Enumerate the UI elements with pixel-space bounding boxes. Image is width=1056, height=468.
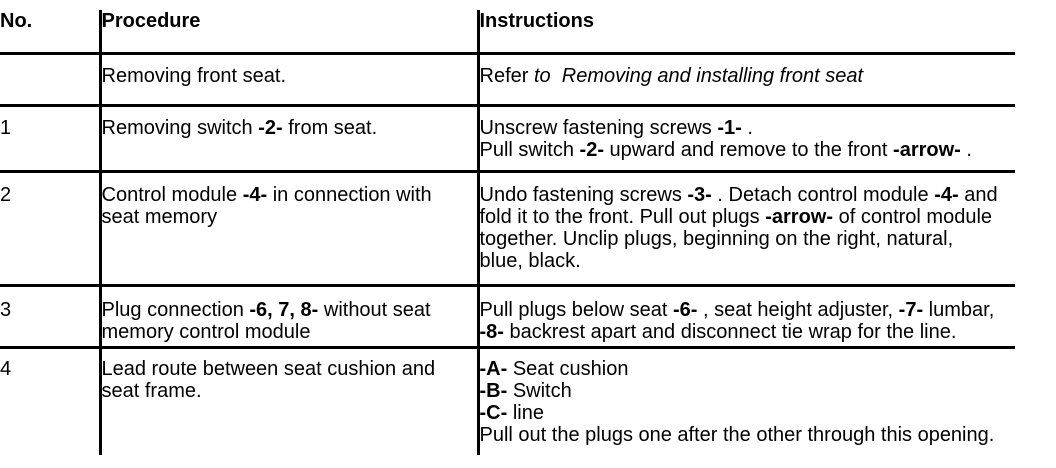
text-segment: Pull out the plugs one after the other t… [479, 423, 995, 446]
text-segment: -4- [934, 183, 959, 206]
text-segment: backrest apart and disconnect tie wrap f… [503, 320, 957, 343]
text-line: -C- line [480, 402, 544, 424]
text-segment: and [958, 183, 998, 206]
text-segment: -8- [479, 320, 504, 343]
text-line: Pull out the plugs one after the other t… [480, 424, 995, 446]
text-line: Undo fastening screws -3- . Detach contr… [480, 184, 998, 206]
text-line: Removing front seat. [102, 65, 287, 87]
procedure-cell: Removing front seat. [98, 53, 478, 107]
text-segment: Removing and installing front seat [561, 64, 864, 87]
text-segment: Unscrew fastening screws [479, 116, 718, 139]
text-segment: Control module [101, 183, 243, 206]
text-segment: in connection with [267, 183, 432, 206]
text-segment: memory control module [101, 320, 311, 343]
text-segment: seat frame. [101, 379, 202, 402]
row-number-cell: 2 [0, 171, 100, 287]
instructions-cell: Unscrew fastening screws -1- .Pull switc… [476, 105, 1015, 173]
text-segment: Undo fastening screws [479, 183, 688, 206]
text-segment: Lead route between seat cushion and [101, 357, 436, 380]
text-segment: -6- [672, 298, 698, 321]
text-segment: fold it to the front. Pull out plugs [479, 205, 766, 228]
instructions-cell: Undo fastening screws -3- . Detach contr… [476, 171, 1015, 287]
row-number-cell [0, 53, 100, 107]
text-segment: -2- [258, 116, 283, 139]
text-segment: to [533, 64, 551, 87]
text-segment: -A- [479, 357, 508, 380]
text-line: Pull switch -2- upward and remove to the… [480, 139, 972, 161]
instructions-cell: Refer to Removing and installing front s… [476, 53, 1015, 107]
text-segment: . Detach control module [711, 183, 935, 206]
text-line: seat memory [102, 206, 218, 228]
text-line: Plug connection -6, 7, 8- without seat [102, 299, 431, 321]
text-segment: -C- [479, 401, 508, 424]
text-segment: Seat cushion [507, 357, 629, 380]
text-segment: Removing switch [101, 116, 259, 139]
text-line: fold it to the front. Pull out plugs -ar… [480, 206, 993, 228]
text-segment: from seat. [282, 116, 378, 139]
table-header-row: No. Procedure Instructions [0, 10, 1015, 55]
text-segment: seat memory [101, 205, 218, 228]
text-segment: Pull switch [479, 138, 580, 161]
column-header-no: No. [0, 10, 100, 55]
text-segment: -1- [717, 116, 742, 139]
text-segment: line [507, 401, 544, 424]
text-line: -B- Switch [480, 380, 572, 402]
text-segment: Switch [507, 379, 572, 402]
row-number-cell: 4 [0, 357, 12, 380]
column-header-procedure: Procedure [98, 10, 478, 55]
text-segment: blue, black. [479, 249, 581, 272]
text-segment: , seat height adjuster, [697, 298, 899, 321]
table-row: 1 Removing switch -2- from seat. Unscrew… [0, 105, 1015, 173]
text-segment: together. Unclip plugs, beginning on the… [479, 227, 954, 250]
text-segment: without seat [318, 298, 431, 321]
text-line: Control module -4- in connection with [102, 184, 432, 206]
table-row: Removing front seat. Refer to Removing a… [0, 53, 1015, 107]
text-segment: -2- [579, 138, 604, 161]
text-segment: Plug connection [101, 298, 250, 321]
text-segment: of control module [833, 205, 993, 228]
row-number-cell: 1 [0, 105, 100, 173]
text-line: memory control module [102, 321, 311, 343]
text-segment: Removing front seat. [101, 64, 287, 87]
text-segment: Refer [479, 64, 534, 87]
text-segment: -3- [687, 183, 712, 206]
text-line: Refer to Removing and installing front s… [480, 65, 864, 87]
text-line: Pull plugs below seat -6- , seat height … [480, 299, 995, 321]
text-segment: Pull plugs below seat [479, 298, 673, 321]
text-segment: -arrow- [765, 205, 834, 228]
text-segment: lumbar, [923, 298, 995, 321]
text-line: Removing switch -2- from seat. [102, 117, 378, 139]
text-segment [551, 65, 562, 87]
text-line: -8- backrest apart and disconnect tie wr… [480, 321, 957, 343]
column-header-instructions: Instructions [476, 10, 1015, 55]
instructions-cell: Pull plugs below seat -6- , seat height … [476, 285, 1015, 349]
table-row: 3 Plug connection -6, 7, 8- without seat… [0, 285, 1015, 349]
text-segment: upward and remove to the front [603, 138, 894, 161]
text-line: Lead route between seat cushion and [102, 358, 436, 380]
text-line: -A- Seat cushion [480, 358, 629, 380]
text-segment: -4- [242, 183, 268, 206]
text-segment: -arrow- [893, 138, 961, 161]
text-segment: . [960, 138, 972, 161]
text-line: together. Unclip plugs, beginning on the… [480, 228, 954, 250]
text-line: seat frame. [102, 380, 202, 402]
text-segment: -7- [898, 298, 924, 321]
text-line: blue, black. [480, 250, 581, 272]
text-segment: -6, 7, 8- [249, 298, 319, 321]
text-line: Unscrew fastening screws -1- . [480, 117, 753, 139]
procedure-cell: Removing switch -2- from seat. [98, 105, 478, 173]
row-number-cell: 3 [0, 285, 100, 349]
text-segment: -B- [479, 379, 508, 402]
text-segment: . [741, 116, 753, 139]
procedure-table: No. Procedure Instructions Removing fron… [0, 10, 1015, 455]
